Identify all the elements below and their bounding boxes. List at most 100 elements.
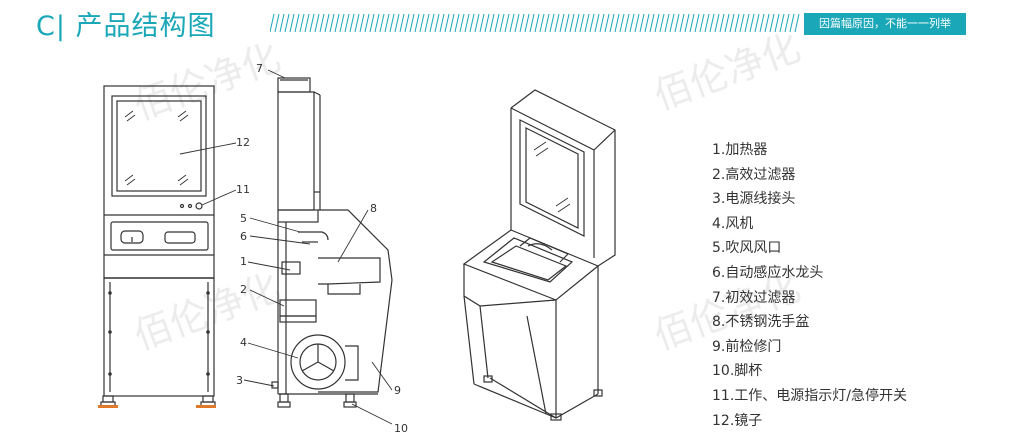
stripe-mark: [609, 13, 615, 33]
callout-4: 4: [240, 336, 247, 349]
stripe-mark: [514, 13, 520, 33]
stripe-mark: [789, 13, 795, 33]
legend-item: 1.加热器: [712, 142, 768, 158]
stripe-mark: [454, 13, 460, 33]
stripe-mark: [579, 13, 585, 33]
callout-9: 9: [394, 384, 401, 397]
stripe-mark: [314, 13, 320, 33]
stripe-mark: [274, 13, 280, 33]
stripe-mark: [444, 13, 450, 33]
stripe-mark: [574, 13, 580, 33]
callout-6: 6: [240, 230, 247, 243]
watermark-text: 佰伦净化: [128, 265, 286, 358]
stripe-mark: [724, 13, 730, 33]
callout-12: 12: [236, 136, 250, 149]
stripe-mark: [474, 13, 480, 33]
stripe-mark: [409, 13, 415, 33]
page-title: C| 产品结构图: [36, 11, 216, 42]
stripe-mark: [769, 13, 775, 33]
stripe-mark: [414, 13, 420, 33]
stripe-mark: [719, 13, 725, 33]
stripe-mark: [369, 13, 375, 33]
stripe-mark: [489, 13, 495, 33]
stripe-mark: [389, 13, 395, 33]
stripe-mark: [559, 13, 565, 33]
stripe-mark: [299, 13, 305, 33]
stripe-mark: [494, 13, 500, 33]
callout-1: 1: [240, 255, 247, 268]
callout-labels: 7 12 11 5 6 1 2 4 3 8 9 10: [236, 62, 408, 435]
stripe-mark: [674, 13, 680, 33]
watermark-text: 佰伦净化: [128, 35, 286, 128]
stripe-mark: [464, 13, 470, 33]
stripe-mark: [534, 13, 540, 33]
legend-item: 7.初效过滤器: [712, 289, 796, 306]
callout-7: 7: [256, 62, 263, 75]
stripe-mark: [289, 13, 295, 33]
stripe-mark: [509, 13, 515, 33]
stripe-mark: [469, 13, 475, 33]
stripe-mark: [759, 13, 765, 33]
stripe-mark: [504, 13, 510, 33]
stripe-mark: [364, 13, 370, 33]
callout-5: 5: [240, 212, 247, 225]
stripe-mark: [309, 13, 315, 33]
stripe-mark: [694, 13, 700, 33]
stripe-mark: [784, 13, 790, 33]
stripe-mark: [709, 13, 715, 33]
stripe-mark: [484, 13, 490, 33]
callout-8: 8: [370, 202, 377, 215]
legend-item: 10.脚杯: [712, 363, 763, 380]
stripe-mark: [334, 13, 340, 33]
isometric-view: [462, 89, 616, 421]
stripe-mark: [779, 13, 785, 33]
stripe-mark: [324, 13, 330, 33]
stripe-mark: [399, 13, 405, 33]
note-badge: 因篇幅原因，不能一一列举: [804, 13, 966, 35]
stripe-mark: [594, 13, 600, 33]
stripe-mark: [349, 13, 355, 33]
stripe-mark: [614, 13, 620, 33]
stripe-mark: [619, 13, 625, 33]
stripe-mark: [589, 13, 595, 33]
stripe-mark: [344, 13, 350, 33]
stripe-mark: [419, 13, 425, 33]
stripe-mark: [279, 13, 285, 33]
stripe-mark: [524, 13, 530, 33]
callout-3: 3: [236, 374, 243, 387]
leader-lines: [179, 69, 393, 425]
stripe-mark: [554, 13, 560, 33]
stripe-mark: [624, 13, 630, 33]
stripe-mark: [404, 13, 410, 33]
legend-item: 2.高效过滤器: [712, 166, 796, 183]
stripe-mark: [689, 13, 695, 33]
callout-11: 11: [236, 183, 250, 196]
decorative-stripes: [270, 13, 800, 33]
front-view: [100, 85, 216, 408]
stripe-mark: [304, 13, 310, 33]
stripe-mark: [584, 13, 590, 33]
stripe-mark: [734, 13, 740, 33]
stripe-mark: [384, 13, 390, 33]
legend-item: 3.电源线接头: [712, 191, 796, 208]
stripe-mark: [424, 13, 430, 33]
stripe-mark: [529, 13, 535, 33]
legend-item: 6.自动感应水龙头: [712, 264, 824, 281]
stripe-mark: [294, 13, 300, 33]
stripe-mark: [569, 13, 575, 33]
legend-item: 11.工作、电源指示灯/急停开关: [712, 387, 907, 404]
stripe-mark: [629, 13, 635, 33]
stripe-mark: [544, 13, 550, 33]
stripe-mark: [539, 13, 545, 33]
stripe-mark: [774, 13, 780, 33]
stripe-mark: [434, 13, 440, 33]
stripe-mark: [659, 13, 665, 33]
side-view: [271, 77, 393, 408]
legend-item: 5.吹风风口: [712, 240, 782, 257]
stripe-mark: [654, 13, 660, 33]
stripe-mark: [329, 13, 335, 33]
stripe-mark: [684, 13, 690, 33]
stripe-mark: [459, 13, 465, 33]
stripe-mark: [284, 13, 290, 33]
